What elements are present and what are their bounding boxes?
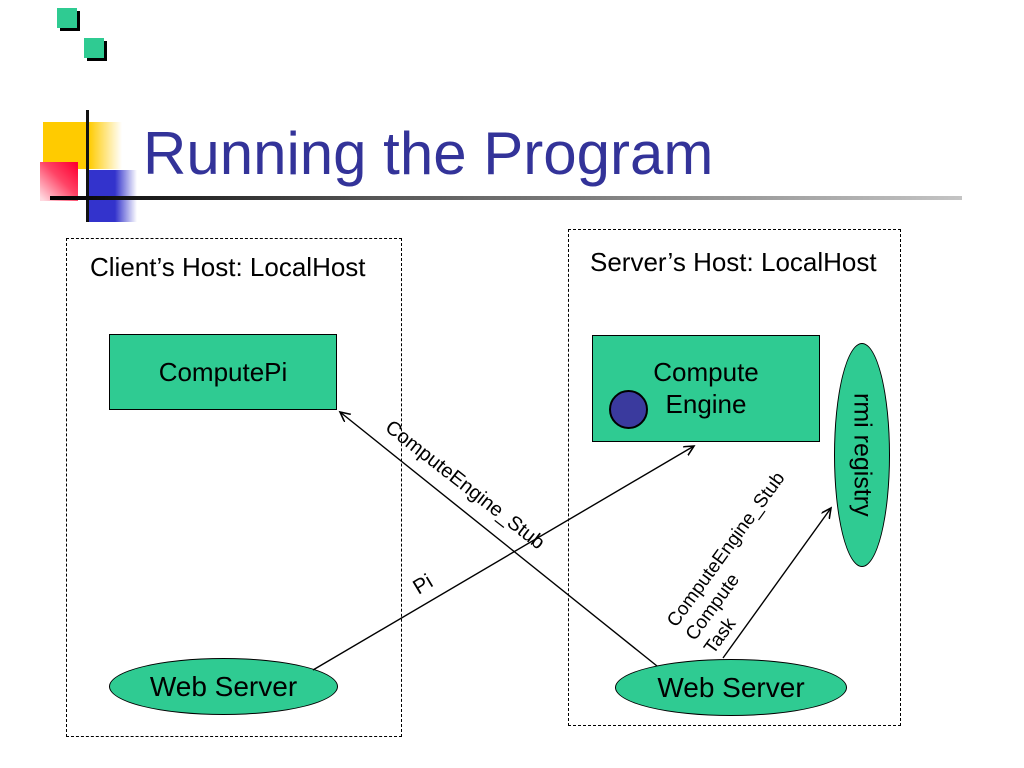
compute-engine-node: Compute Engine: [592, 335, 820, 442]
compute-pi-node: ComputePi: [109, 334, 337, 410]
compute-pi-label: ComputePi: [158, 356, 288, 387]
decor-red-square: [40, 162, 78, 201]
bullet-square-icon: [57, 8, 77, 28]
server-host-box: Server’s Host: LocalHost: [568, 229, 901, 726]
decor-vertical-line: [86, 110, 89, 222]
bullet-square-icon: [84, 38, 104, 58]
page-title: Running the Program: [143, 120, 714, 187]
title-underline: [50, 196, 962, 200]
arrow-label-pi: Pi: [409, 569, 438, 600]
rmi-registry-node: rmi registry: [834, 343, 890, 567]
server-web-server-node: Web Server: [615, 659, 847, 716]
client-host-box: Client’s Host: LocalHost: [66, 238, 402, 737]
decor-yellow-square: [43, 122, 122, 169]
client-web-server-node: Web Server: [109, 658, 338, 715]
compute-engine-line1: Compute: [653, 356, 759, 387]
compute-engine-line2: Engine: [665, 388, 747, 419]
task-circle-icon: [609, 390, 648, 429]
rmi-registry-label: rmi registry: [848, 393, 877, 517]
compute-engine-label: Compute Engine: [653, 357, 759, 420]
server-web-server-label: Web Server: [657, 671, 805, 703]
client-host-label: Client’s Host: LocalHost: [90, 252, 366, 282]
server-host-label: Server’s Host: LocalHost: [590, 247, 877, 277]
client-web-server-label: Web Server: [149, 670, 298, 702]
